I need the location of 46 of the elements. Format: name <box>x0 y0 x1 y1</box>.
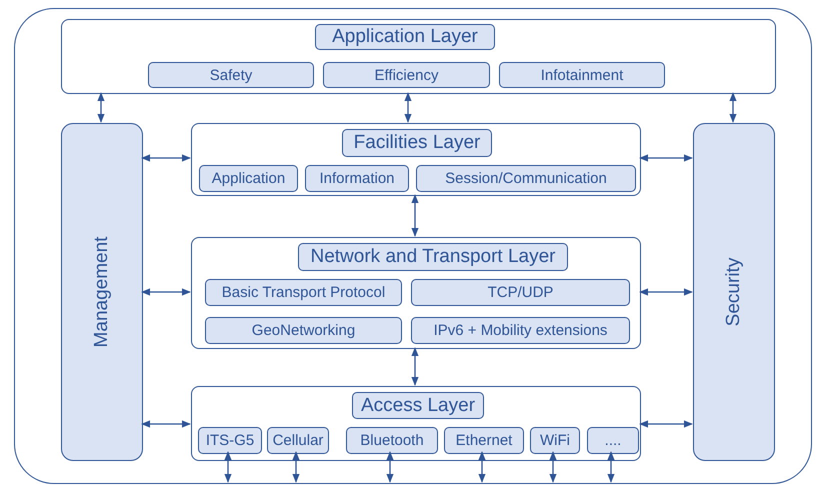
double-arrow <box>411 194 419 237</box>
double-arrow <box>386 451 394 483</box>
double-arrow <box>97 92 105 123</box>
module-box: Efficiency <box>323 62 490 88</box>
layer-title: Facilities Layer <box>342 129 492 157</box>
module-box: Ethernet <box>444 427 524 454</box>
panel-label: Security <box>723 258 745 326</box>
module-box: Cellular <box>267 427 329 454</box>
side-panel <box>693 123 775 461</box>
module-box: ITS-G5 <box>198 427 262 454</box>
panel-label: Management <box>91 236 113 348</box>
side-panel <box>61 123 143 461</box>
module-box: Session/Communication <box>416 165 636 192</box>
double-arrow <box>607 451 615 483</box>
module-box: Application <box>199 165 298 192</box>
layer-title: Application Layer <box>315 24 495 50</box>
layer-panel <box>191 123 641 196</box>
double-arrow <box>729 92 737 123</box>
layer-panel <box>191 386 641 461</box>
module-box: WiFi <box>530 427 580 454</box>
module-box: Infotainment <box>499 62 665 88</box>
module-box: IPv6 + Mobility extensions <box>411 317 630 344</box>
double-arrow <box>639 420 693 428</box>
double-arrow <box>404 92 412 123</box>
double-arrow <box>639 288 693 296</box>
double-arrow <box>141 420 191 428</box>
double-arrow <box>224 451 232 483</box>
layer-panel <box>191 237 641 349</box>
double-arrow <box>141 154 191 162</box>
double-arrow <box>549 451 557 483</box>
double-arrow <box>639 154 693 162</box>
layer-panel <box>61 19 776 94</box>
module-box: Bluetooth <box>346 427 438 454</box>
double-arrow <box>411 347 419 386</box>
layer-title: Network and Transport Layer <box>298 243 568 271</box>
module-box: Safety <box>148 62 314 88</box>
module-box: Information <box>305 165 409 192</box>
layer-title: Access Layer <box>352 392 484 419</box>
module-box: TCP/UDP <box>411 279 630 306</box>
station-frame <box>14 8 812 484</box>
module-box: GeoNetworking <box>205 317 402 344</box>
double-arrow <box>478 451 486 483</box>
module-box: Basic Transport Protocol <box>205 279 402 306</box>
double-arrow <box>141 288 191 296</box>
double-arrow <box>292 451 300 483</box>
module-box: .... <box>587 427 639 454</box>
